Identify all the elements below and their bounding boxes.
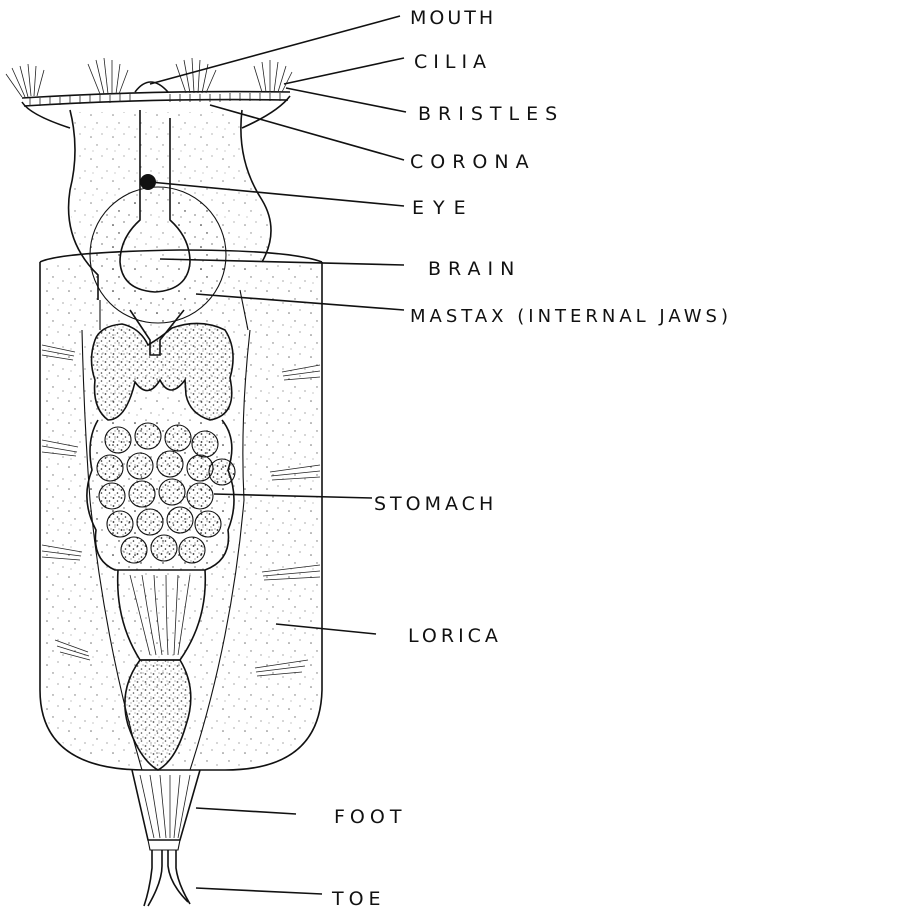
stomach-cell bbox=[159, 479, 185, 505]
toe bbox=[144, 850, 190, 906]
stomach-cell bbox=[151, 535, 177, 561]
stomach-cell bbox=[129, 481, 155, 507]
label-bristles: BRISTLES bbox=[418, 103, 564, 125]
label-mouth: MOUTH bbox=[410, 7, 496, 29]
stomach-cell bbox=[157, 451, 183, 477]
leader-bristles bbox=[286, 88, 406, 112]
label-corona: CORONA bbox=[410, 151, 536, 173]
label-lorica: LORICA bbox=[408, 625, 502, 647]
stomach-cell bbox=[192, 431, 218, 457]
stomach-cell bbox=[179, 537, 205, 563]
stomach-cell bbox=[137, 509, 163, 535]
label-eye: EYE bbox=[412, 197, 475, 219]
stomach-cell bbox=[187, 483, 213, 509]
stomach-cell bbox=[209, 459, 235, 485]
leader-cilia bbox=[284, 58, 404, 84]
label-mastax: MASTAX (INTERNAL JAWS) bbox=[410, 306, 732, 327]
stomach-cell bbox=[99, 483, 125, 509]
stomach-cell bbox=[167, 507, 193, 533]
stomach-cell bbox=[97, 455, 123, 481]
label-brain: BRAIN bbox=[428, 258, 521, 280]
label-toe: TOE bbox=[331, 888, 386, 910]
stomach-cell bbox=[165, 425, 191, 451]
stomach bbox=[87, 420, 235, 570]
stomach-cell bbox=[195, 511, 221, 537]
stomach-cell bbox=[107, 511, 133, 537]
stomach-cell bbox=[127, 453, 153, 479]
leader-mouth bbox=[150, 16, 400, 84]
label-foot: FOOT bbox=[334, 806, 406, 828]
stomach-cell bbox=[121, 537, 147, 563]
leader-foot bbox=[196, 808, 296, 814]
stomach-cell bbox=[135, 423, 161, 449]
foot bbox=[132, 770, 200, 850]
label-cilia: CILIA bbox=[414, 51, 492, 73]
leader-toe bbox=[196, 888, 322, 894]
stomach-cell bbox=[105, 427, 131, 453]
label-stomach: STOMACH bbox=[374, 493, 497, 515]
